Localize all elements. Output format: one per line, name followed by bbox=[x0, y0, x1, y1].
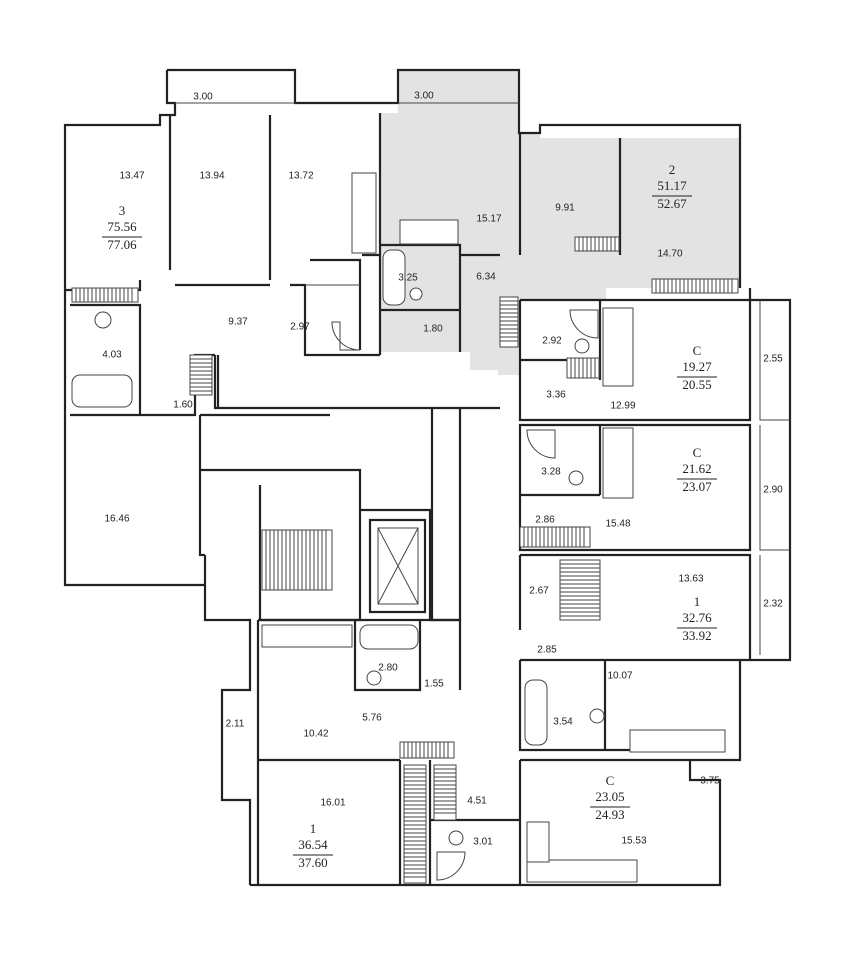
apartment-living-area: 36.54 bbox=[298, 837, 328, 852]
apartment-labels: 375.5677.06251.1752.67С19.2720.55С21.622… bbox=[102, 162, 717, 870]
apartment-type-label: С bbox=[693, 445, 702, 460]
kitchen-counter bbox=[399, 219, 459, 245]
apartment-type-label: 1 bbox=[694, 594, 701, 609]
apartment-total-area: 24.93 bbox=[595, 807, 624, 822]
room-area-label: 16.46 bbox=[104, 514, 129, 525]
bath-fixtures bbox=[71, 172, 726, 883]
kitchen-counter bbox=[526, 821, 550, 863]
room-area-label: 6.34 bbox=[476, 272, 496, 283]
room-area-label: 13.72 bbox=[288, 171, 313, 182]
kitchen-counter bbox=[629, 729, 726, 753]
outer-walls bbox=[63, 68, 792, 887]
apartment-living-area: 19.27 bbox=[682, 359, 712, 374]
shower-icon bbox=[569, 309, 599, 339]
room-area-label: 4.51 bbox=[467, 796, 487, 807]
apartment-type-label: 2 bbox=[669, 162, 676, 177]
room-area-label: 16.01 bbox=[320, 798, 345, 809]
sink-icon bbox=[409, 287, 423, 301]
room-area-label: 1.80 bbox=[423, 324, 443, 335]
room-area-label: 9.91 bbox=[555, 203, 575, 214]
room-area-label: 15.53 bbox=[621, 836, 646, 847]
apartment-total-area: 52.67 bbox=[657, 196, 687, 211]
apartment-type-label: 3 bbox=[119, 203, 126, 218]
apartment-total-area: 37.60 bbox=[298, 855, 327, 870]
room-area-label: 15.17 bbox=[476, 214, 501, 225]
room-area-labels: 3.00 3.00 13.47 13.94 13.72 15.17 9.91 14.70 3.2… bbox=[102, 91, 783, 848]
apartment-living-area: 51.17 bbox=[657, 178, 687, 193]
sink-icon bbox=[574, 338, 590, 354]
room-area-label: 2.85 bbox=[537, 645, 557, 656]
room-area-label: 2.92 bbox=[542, 336, 562, 347]
apartment-type-label: 1 bbox=[310, 821, 317, 836]
room-area-label: 3.00 bbox=[193, 92, 213, 103]
room-area-label: 2.90 bbox=[763, 485, 783, 496]
apartment-living-area: 23.05 bbox=[595, 789, 624, 804]
room-area-label: 3.01 bbox=[473, 837, 493, 848]
room-area-label: 10.07 bbox=[607, 671, 632, 682]
sink-icon bbox=[589, 708, 605, 724]
apartment-living-area: 75.56 bbox=[107, 219, 137, 234]
shower-icon bbox=[331, 321, 361, 351]
hatch-lines bbox=[75, 237, 733, 878]
room-area-label: 12.99 bbox=[610, 401, 635, 412]
apartment-total-area: 23.07 bbox=[682, 479, 712, 494]
room-area-label: 2.11 bbox=[226, 719, 245, 730]
bathtub-icon bbox=[71, 374, 133, 408]
shower-icon bbox=[526, 429, 556, 459]
apartment-total-area: 33.92 bbox=[682, 628, 711, 643]
room-area-label: 3.00 bbox=[414, 91, 434, 102]
room-area-label: 3.25 bbox=[398, 273, 418, 284]
kitchen-counter bbox=[261, 624, 353, 648]
room-area-label: 10.42 bbox=[303, 729, 328, 740]
kitchen-counter bbox=[602, 427, 634, 499]
kitchen-counter bbox=[602, 307, 634, 387]
room-area-label: 2.80 bbox=[378, 663, 398, 674]
sink-icon bbox=[448, 830, 464, 846]
apartment-type-label: С bbox=[606, 773, 615, 788]
shower-icon bbox=[436, 851, 466, 881]
room-area-label: 5.76 bbox=[362, 713, 382, 724]
room-area-label: 3.54 bbox=[553, 717, 573, 728]
room-area-label: 13.47 bbox=[119, 171, 144, 182]
room-area-label: 9.37 bbox=[228, 317, 248, 328]
room-area-label: 3.28 bbox=[541, 467, 561, 478]
highlighted-apartment-2 bbox=[381, 70, 740, 375]
room-area-label: 2.86 bbox=[535, 515, 555, 526]
room-area-label: 3.75 bbox=[700, 776, 720, 787]
room-area-label: 14.70 bbox=[657, 249, 682, 260]
room-area-label: 2.97 bbox=[290, 322, 310, 333]
apartment-total-area: 20.55 bbox=[682, 377, 711, 392]
room-area-label: 2.32 bbox=[763, 599, 783, 610]
bathtub-icon bbox=[382, 249, 406, 306]
room-area-label: 2.55 bbox=[763, 354, 783, 365]
sink-icon bbox=[568, 470, 584, 486]
apartment-living-area: 32.76 bbox=[682, 610, 712, 625]
room-area-label: 1.60 bbox=[173, 400, 193, 411]
room-area-label: 4.03 bbox=[102, 350, 122, 361]
room-area-label: 1.55 bbox=[424, 679, 444, 690]
room-area-label: 13.94 bbox=[199, 171, 224, 182]
sink-icon bbox=[94, 311, 112, 329]
apartment-living-area: 21.62 bbox=[682, 461, 711, 476]
kitchen-counter bbox=[351, 172, 377, 254]
sink-icon bbox=[366, 670, 382, 686]
kitchen-counter bbox=[526, 859, 638, 883]
room-area-label: 13.63 bbox=[678, 574, 703, 585]
apartment-type-label: С bbox=[693, 343, 702, 358]
bathtub-icon bbox=[359, 624, 419, 650]
bathtub-icon bbox=[524, 679, 548, 746]
apartment-total-area: 77.06 bbox=[107, 237, 137, 252]
room-area-label: 3.36 bbox=[546, 390, 566, 401]
room-area-label: 15.48 bbox=[605, 519, 630, 530]
room-area-label: 2.67 bbox=[529, 586, 549, 597]
